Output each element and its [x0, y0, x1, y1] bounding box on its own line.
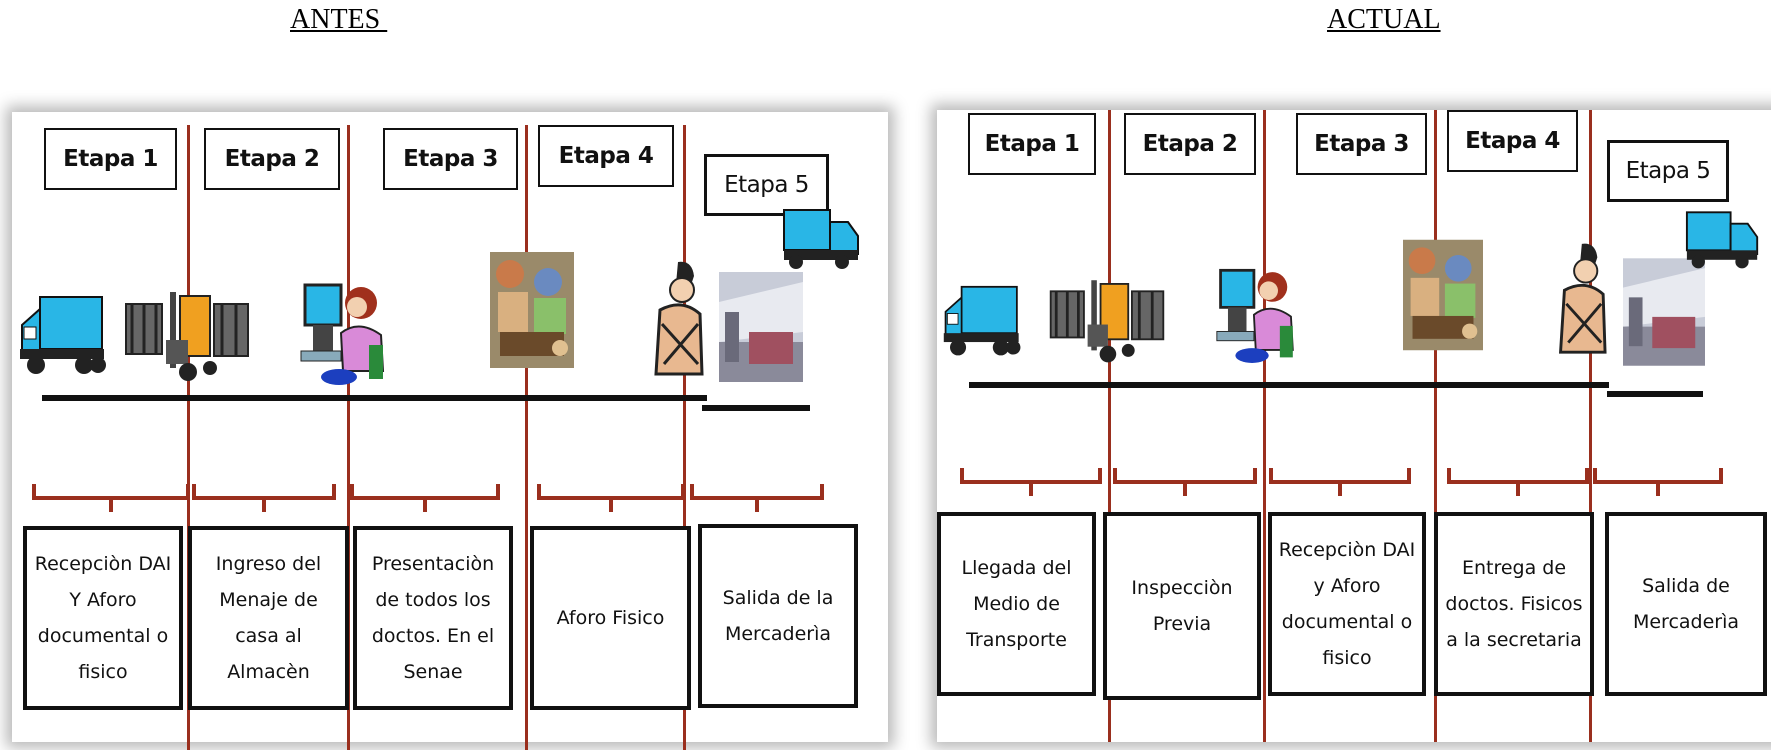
stage-brace	[32, 484, 190, 512]
stage-divider	[187, 125, 190, 750]
stage-1-description: Recepciòn DAI Y Aforo documental o fisic…	[23, 526, 183, 710]
timeline-line	[702, 405, 810, 411]
small-truck-icon	[1685, 211, 1759, 269]
truck-icon	[20, 296, 106, 374]
timeline-line	[1607, 391, 1703, 397]
stage-divider	[347, 125, 350, 750]
stage-1-header: Etapa 1	[44, 128, 177, 190]
stage-divider	[1108, 110, 1111, 742]
stage-divider	[1263, 110, 1266, 742]
stage-4-description: Entrega de doctos. Fisicos a la secretar…	[1434, 512, 1594, 696]
stage-2-description: Ingreso del Menaje de casa al Almacèn	[188, 526, 349, 710]
actual-panel: Etapa 1 Etapa 2 Etapa 3 Etapa 4 Etapa 5	[937, 110, 1771, 742]
stage-2-description: Inspecciòn Previa	[1103, 512, 1261, 700]
timeline-line	[42, 395, 707, 401]
stage-1-header: Etapa 1	[968, 113, 1096, 175]
antes-title: ANTES	[290, 4, 388, 35]
stage-divider	[525, 125, 528, 750]
worker-icon	[654, 261, 704, 376]
computer-operator-icon	[300, 283, 385, 385]
timeline-line	[969, 382, 1609, 388]
stage-4-description: Aforo Fisico	[530, 526, 691, 710]
stage-brace	[1593, 468, 1723, 496]
warehouse-photo-icon	[719, 272, 803, 382]
stage-brace	[1269, 468, 1411, 496]
stage-3-header: Etapa 3	[1296, 113, 1427, 175]
computer-operator-icon	[1216, 268, 1294, 363]
stage-4-header: Etapa 4	[538, 125, 674, 187]
truck-icon	[943, 285, 1021, 356]
stage-1-description: Llegada del Medio de Transporte	[937, 512, 1096, 696]
stage-3-header: Etapa 3	[383, 128, 518, 190]
stage-brace	[1447, 468, 1589, 496]
small-truck-icon	[783, 209, 859, 269]
actual-title: ACTUAL	[1327, 4, 1441, 35]
inspection-photo-icon	[490, 252, 574, 368]
stage-brace	[1113, 468, 1257, 496]
stage-brace	[192, 484, 336, 512]
stage-5-description: Salida de Mercaderìa	[1605, 512, 1767, 696]
stage-2-header: Etapa 2	[1124, 113, 1256, 175]
inspection-photo-icon	[1403, 239, 1483, 351]
stage-brace	[690, 484, 824, 512]
stage-brace	[960, 468, 1102, 496]
stage-5-header: Etapa 5	[1607, 140, 1729, 202]
stage-2-header: Etapa 2	[204, 128, 340, 190]
stage-5-header: Etapa 5	[704, 154, 829, 216]
stage-divider	[1589, 110, 1592, 742]
stage-divider	[683, 125, 686, 750]
forklift-icon	[1049, 280, 1165, 363]
stage-4-header: Etapa 4	[1447, 110, 1578, 172]
stage-brace	[537, 484, 685, 512]
stage-5-description: Salida de la Mercaderìa	[698, 524, 858, 708]
stage-3-description: Presentaciòn de todos los doctos. En el …	[353, 526, 513, 710]
stage-divider	[1434, 110, 1437, 742]
stage-3-description: Recepciòn DAI y Aforo documental o fisic…	[1268, 512, 1426, 696]
worker-icon	[1559, 243, 1607, 354]
stage-brace	[350, 484, 500, 512]
warehouse-photo-icon	[1623, 258, 1705, 366]
antes-panel: Etapa 1 Etapa 2 Etapa 3 Etapa 4 Etapa 5	[12, 112, 888, 750]
forklift-icon	[125, 292, 249, 381]
